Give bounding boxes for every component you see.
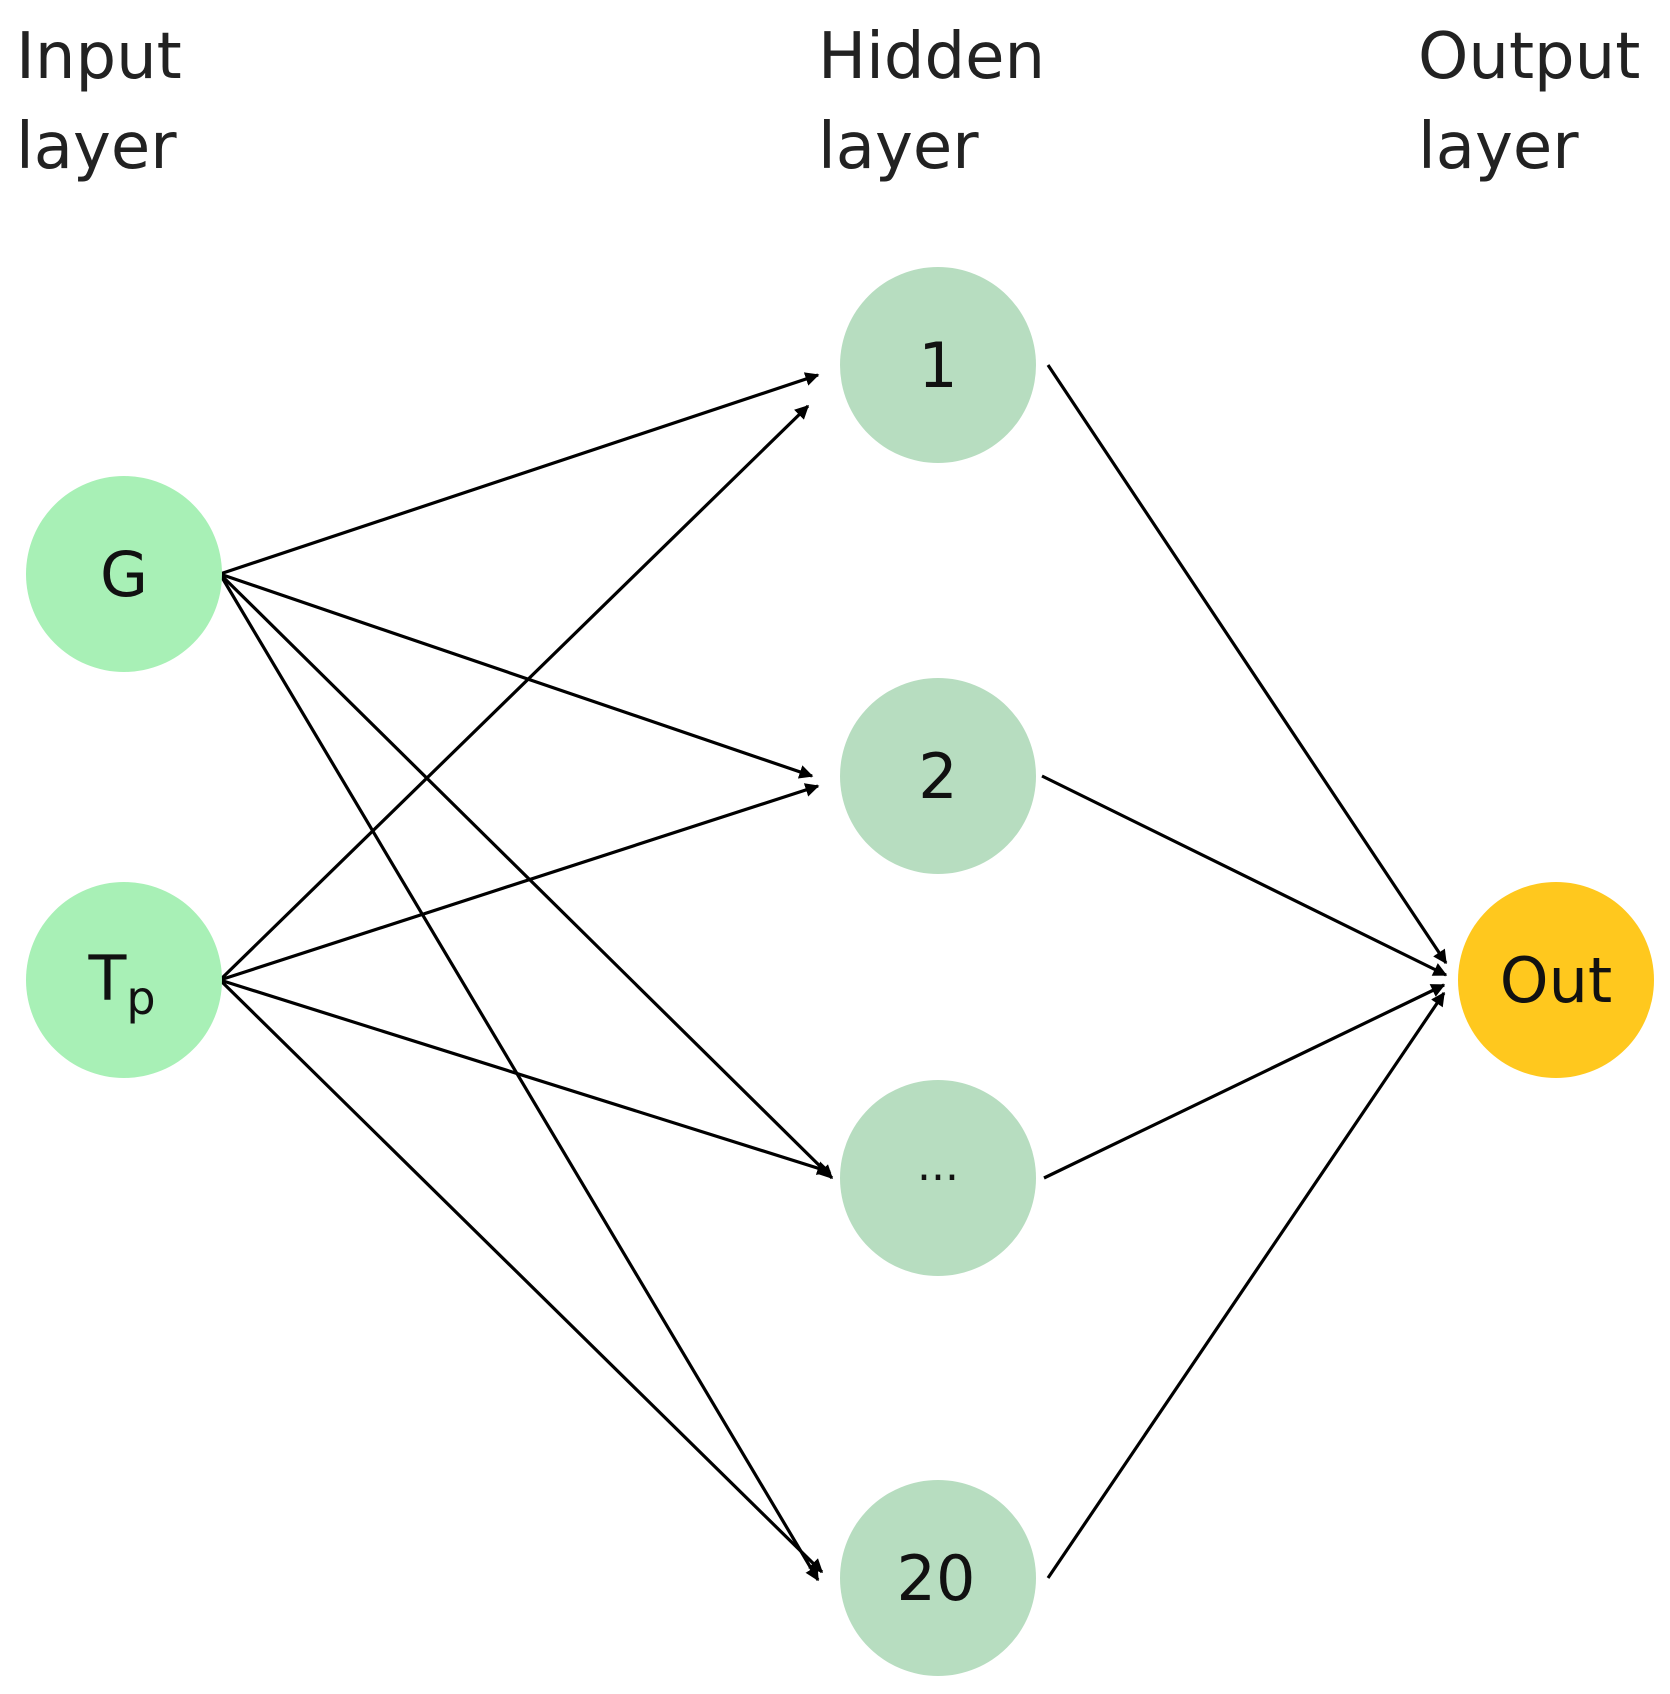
input-node-tp-main: T	[87, 942, 127, 1015]
hidden-node-1: 1	[840, 267, 1036, 463]
edge-g-h1	[219, 372, 820, 576]
edge-tp-h20	[218, 978, 824, 1574]
hidden-node-20-circle	[840, 1480, 1036, 1676]
edge-tp-h2	[219, 783, 820, 982]
edge-tp-h1	[218, 404, 810, 982]
edge-h20-out	[1046, 991, 1446, 1579]
edge-g-h3	[218, 572, 834, 1180]
input-to-hidden-edges	[218, 372, 834, 1582]
hidden-node-ellipsis: ...	[840, 1080, 1036, 1276]
input-layer-label-line1: Input	[16, 20, 182, 94]
hidden-to-output-edges	[1041, 364, 1448, 1579]
hidden-node-2: 2	[840, 678, 1036, 874]
hidden-node-20-label: 20	[897, 1542, 976, 1615]
input-node-tp: Tp	[26, 882, 222, 1078]
input-node-tp-circle	[26, 882, 222, 1078]
edge-tp-h3	[219, 978, 832, 1175]
edge-h1-out	[1046, 364, 1448, 965]
hidden-node-1-circle	[840, 267, 1036, 463]
edge-g-h20	[218, 573, 820, 1582]
hidden-layer-label-line2: layer	[818, 110, 979, 184]
input-node-tp-subscript: p	[126, 971, 155, 1025]
hidden-layer-label-line1: Hidden	[818, 20, 1045, 94]
hidden-node-ellipsis-circle	[840, 1080, 1036, 1276]
hidden-node-1-label: 1	[918, 329, 957, 402]
edge-h3-out	[1043, 983, 1446, 1180]
input-node-g-circle	[26, 476, 222, 672]
output-layer-label-line2: layer	[1418, 110, 1579, 184]
hidden-node-2-label: 2	[918, 740, 957, 813]
output-node-label: Out	[1500, 944, 1612, 1017]
edge-h2-out	[1041, 774, 1448, 977]
input-node-g-label: G	[100, 538, 148, 611]
input-node-tp-label: Tp	[87, 942, 155, 1025]
output-node-circle	[1458, 882, 1654, 1078]
input-node-g: G	[26, 476, 222, 672]
output-node: Out	[1458, 882, 1654, 1078]
hidden-node-20: 20	[840, 1480, 1036, 1676]
hidden-node-2-circle	[840, 678, 1036, 874]
input-layer-label-line2: layer	[16, 110, 177, 184]
hidden-node-ellipsis-label: ...	[917, 1140, 959, 1191]
edge-g-h2	[219, 572, 814, 779]
output-layer-label-line1: Output	[1418, 20, 1640, 94]
